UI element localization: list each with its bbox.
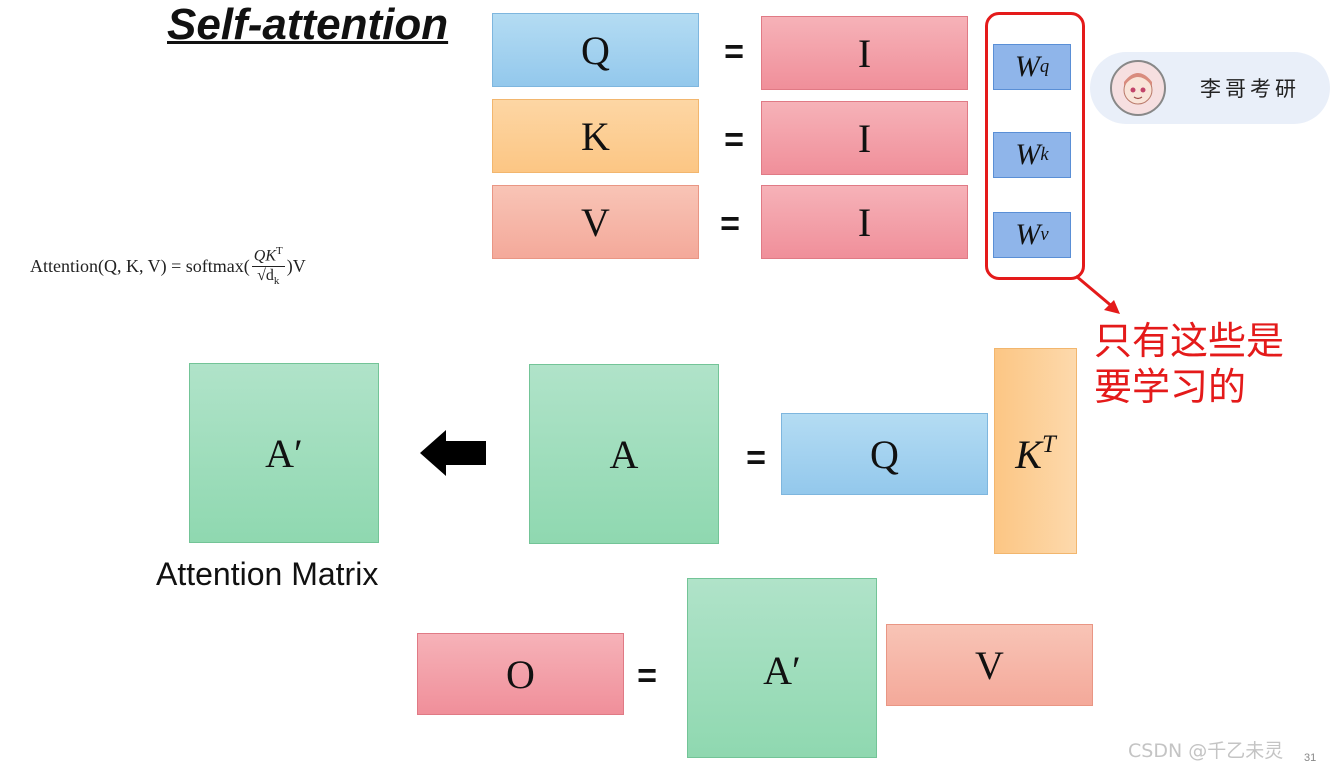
v-input-box: I bbox=[761, 185, 968, 259]
note-line-1: 只有这些是 bbox=[1094, 318, 1284, 364]
o-box: O bbox=[417, 633, 624, 715]
k-equals: = bbox=[712, 118, 756, 162]
left-arrow-icon bbox=[420, 430, 488, 476]
watermark: CSDN @千乙未灵 bbox=[1128, 736, 1283, 763]
attention-matrix-caption: Attention Matrix bbox=[156, 556, 378, 593]
red-arrow-icon bbox=[1070, 270, 1130, 320]
q-equals: = bbox=[712, 30, 756, 74]
formula-fraction: QKT √dk bbox=[252, 245, 285, 287]
attention-formula: Attention(Q, K, V) = softmax( QKT √dk )V bbox=[30, 238, 306, 294]
v-box: V bbox=[492, 185, 699, 259]
q-input-box: I bbox=[761, 16, 968, 90]
avatar bbox=[1110, 60, 1166, 116]
avatar-face-icon bbox=[1118, 68, 1158, 108]
k-box: K bbox=[492, 99, 699, 173]
output-a-prime-box: A′ bbox=[687, 578, 877, 758]
formula-denominator: √dk bbox=[257, 267, 279, 287]
a-prime-box: A′ bbox=[189, 363, 379, 543]
q-matrix-box: Q bbox=[781, 413, 988, 495]
formula-lhs: Attention(Q, K, V) = softmax( bbox=[30, 256, 250, 277]
formula-numerator: QKT bbox=[252, 245, 285, 266]
q-box: Q bbox=[492, 13, 699, 87]
o-equals: = bbox=[625, 654, 669, 698]
page-number: 31 bbox=[1304, 752, 1316, 764]
v-equals: = bbox=[708, 202, 752, 246]
k-input-box: I bbox=[761, 101, 968, 175]
output-v-box: V bbox=[886, 624, 1093, 706]
a-box: A bbox=[529, 364, 719, 544]
slide-title: Self-attention bbox=[167, 0, 448, 50]
formula-rhs: )V bbox=[287, 256, 306, 277]
note-line-2: 要学习的 bbox=[1094, 364, 1284, 410]
learnable-note: 只有这些是 要学习的 bbox=[1094, 318, 1284, 410]
a-equals: = bbox=[734, 436, 778, 480]
author-badge: 李哥考研 bbox=[1090, 52, 1330, 124]
badge-text: 李哥考研 bbox=[1200, 73, 1300, 103]
